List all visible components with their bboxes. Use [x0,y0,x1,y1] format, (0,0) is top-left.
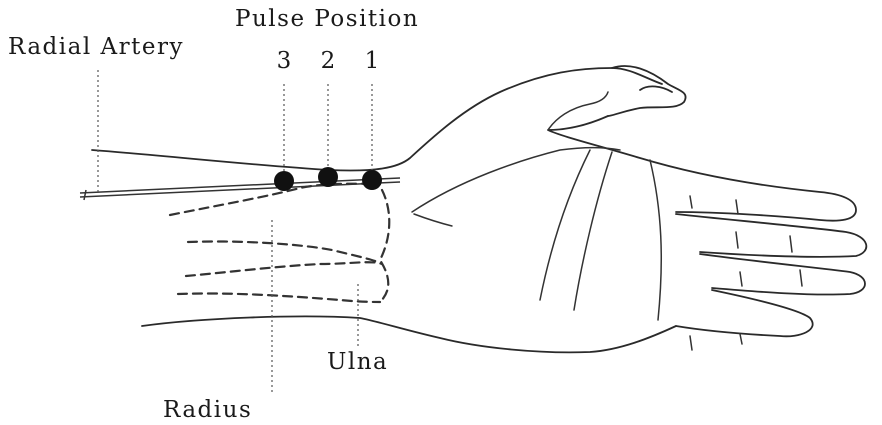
ulna-bone-outline [380,190,389,302]
pulse-position-3-label: 3 [274,48,294,74]
radial-artery [80,178,400,200]
pulse-position-1-label: 1 [362,48,382,74]
bone-outlines [170,184,389,302]
pulse-position-2-dot [318,167,338,187]
pulse-position-title: Pulse Position [235,6,419,32]
pulse-position-1-dot [362,170,382,190]
pulse-position-3-dot [274,171,294,191]
ulna-label: Ulna [327,349,388,375]
radius-label: Radius [163,397,252,423]
pulse-position-2-label: 2 [318,48,338,74]
radial-artery-label: Radial Artery [8,34,184,60]
hand-outline [92,66,866,352]
